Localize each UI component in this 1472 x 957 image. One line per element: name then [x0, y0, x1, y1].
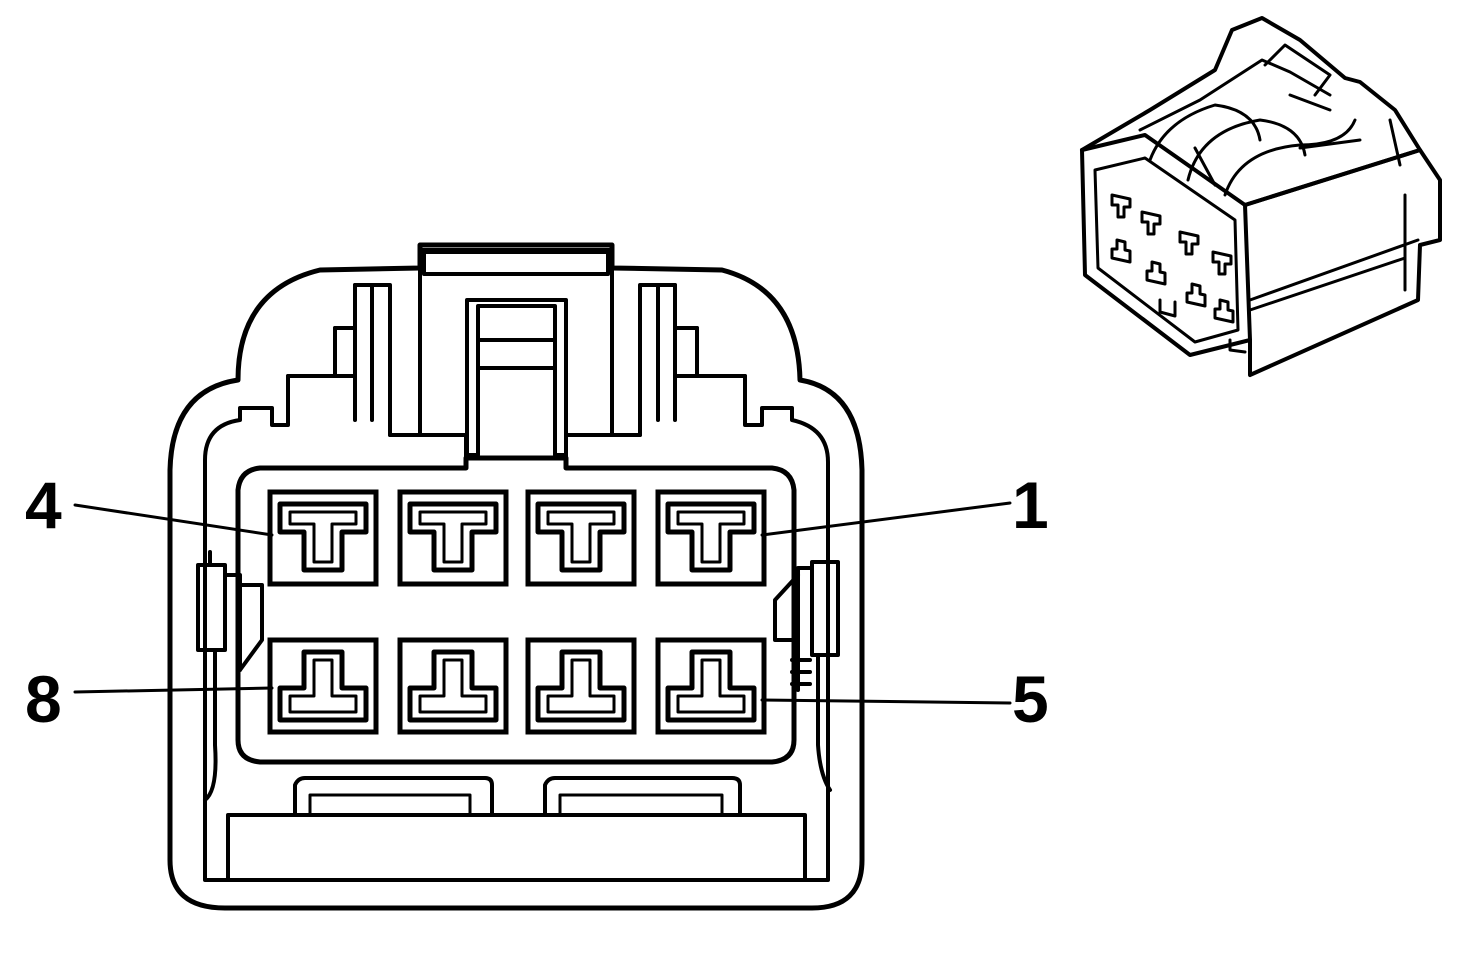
inset-top-ribs	[1138, 43, 1362, 197]
right-side-lock	[773, 560, 840, 692]
bottom-slot-left-inner	[298, 793, 489, 817]
left-side-guide	[203, 550, 218, 802]
cavity-slot-inner	[546, 658, 616, 714]
cavity-slot	[665, 501, 757, 573]
right-side-guide	[790, 653, 832, 792]
inset-cavity-bottom-1	[1110, 238, 1132, 264]
inset-cavity-bottom-2	[1145, 260, 1167, 286]
cavity-frame	[655, 637, 767, 735]
bottom-slot-right	[543, 776, 742, 817]
housing-inner-outline	[203, 248, 830, 882]
cavity-slot-inner	[288, 658, 358, 714]
inset-cavity-bottom-3	[1185, 282, 1207, 308]
cavity-slot-inner	[288, 510, 358, 564]
cavity-slot	[407, 501, 499, 573]
cavity-frame	[267, 489, 379, 587]
inset-cavity-bottom-4	[1213, 298, 1235, 324]
inset-right-lines	[1248, 118, 1420, 312]
cavity-frame	[397, 489, 509, 587]
inset-front-inner	[1093, 156, 1240, 344]
leader-line-1	[760, 501, 1012, 537]
pin-labels: 4 1 8 5	[25, 468, 1049, 736]
cavity-frame	[525, 637, 637, 735]
cavity-slot	[407, 649, 499, 723]
cavity-slot	[665, 649, 757, 723]
cavity-slot-inner	[418, 658, 488, 714]
inset-cavity-group	[1110, 193, 1235, 324]
inset-cavity-top-4	[1211, 250, 1233, 276]
cavity-slot	[277, 501, 369, 573]
cavity-bottom-2	[397, 637, 509, 735]
cavity-slot	[277, 649, 369, 723]
leader-line-4	[73, 503, 274, 537]
pin-label-8: 8	[25, 662, 62, 736]
leader-line-8	[73, 686, 274, 694]
cavity-top-1	[267, 489, 379, 587]
bottom-slot-left	[293, 776, 494, 817]
cavity-slot-inner	[418, 510, 488, 564]
cavity-slot-inner	[676, 658, 746, 714]
cavity-bottom-1	[267, 637, 379, 735]
latch-shelf	[388, 433, 642, 470]
leader-line-5	[760, 698, 1012, 705]
cavity-field-outline	[235, 455, 797, 765]
bottom-rail-left	[226, 813, 807, 882]
cavity-frame	[397, 637, 509, 735]
pin-label-1: 1	[1012, 468, 1049, 542]
housing-outer-outline	[167, 242, 865, 911]
leader-lines	[73, 501, 1012, 705]
inset-bottom-tabs	[1158, 298, 1247, 354]
connector-isometric-icon	[1080, 16, 1442, 377]
cavity-slot-inner	[676, 510, 746, 564]
cavity-group	[267, 489, 767, 735]
connector-face	[167, 242, 865, 911]
cavity-slot-inner	[546, 510, 616, 564]
left-top-rib	[286, 283, 374, 422]
right-top-rib	[656, 283, 747, 422]
latch-frame	[465, 298, 568, 457]
inset-cavity-top-1	[1110, 193, 1132, 219]
inset-right-side	[1243, 148, 1442, 377]
cavity-top-4	[655, 489, 767, 587]
inset-cavity-top-2	[1140, 210, 1162, 236]
cavity-frame	[267, 637, 379, 735]
cavity-slot	[535, 501, 627, 573]
pin-label-5: 5	[1012, 662, 1049, 736]
latch-top-plate	[422, 250, 610, 276]
cavity-bottom-3	[525, 637, 637, 735]
left-side-lock	[196, 563, 264, 672]
cavity-top-2	[397, 489, 509, 587]
inset-top-surface	[1080, 16, 1422, 207]
latch-bar	[476, 338, 557, 370]
cavity-bottom-4	[655, 637, 767, 735]
inset-cavity-top-3	[1178, 230, 1200, 256]
cavity-slot	[535, 649, 627, 723]
cavity-frame	[655, 489, 767, 587]
cavity-frame	[525, 489, 637, 587]
bottom-slot-right-inner	[546, 793, 739, 817]
cavity-top-3	[525, 489, 637, 587]
pin-label-4: 4	[25, 468, 62, 542]
